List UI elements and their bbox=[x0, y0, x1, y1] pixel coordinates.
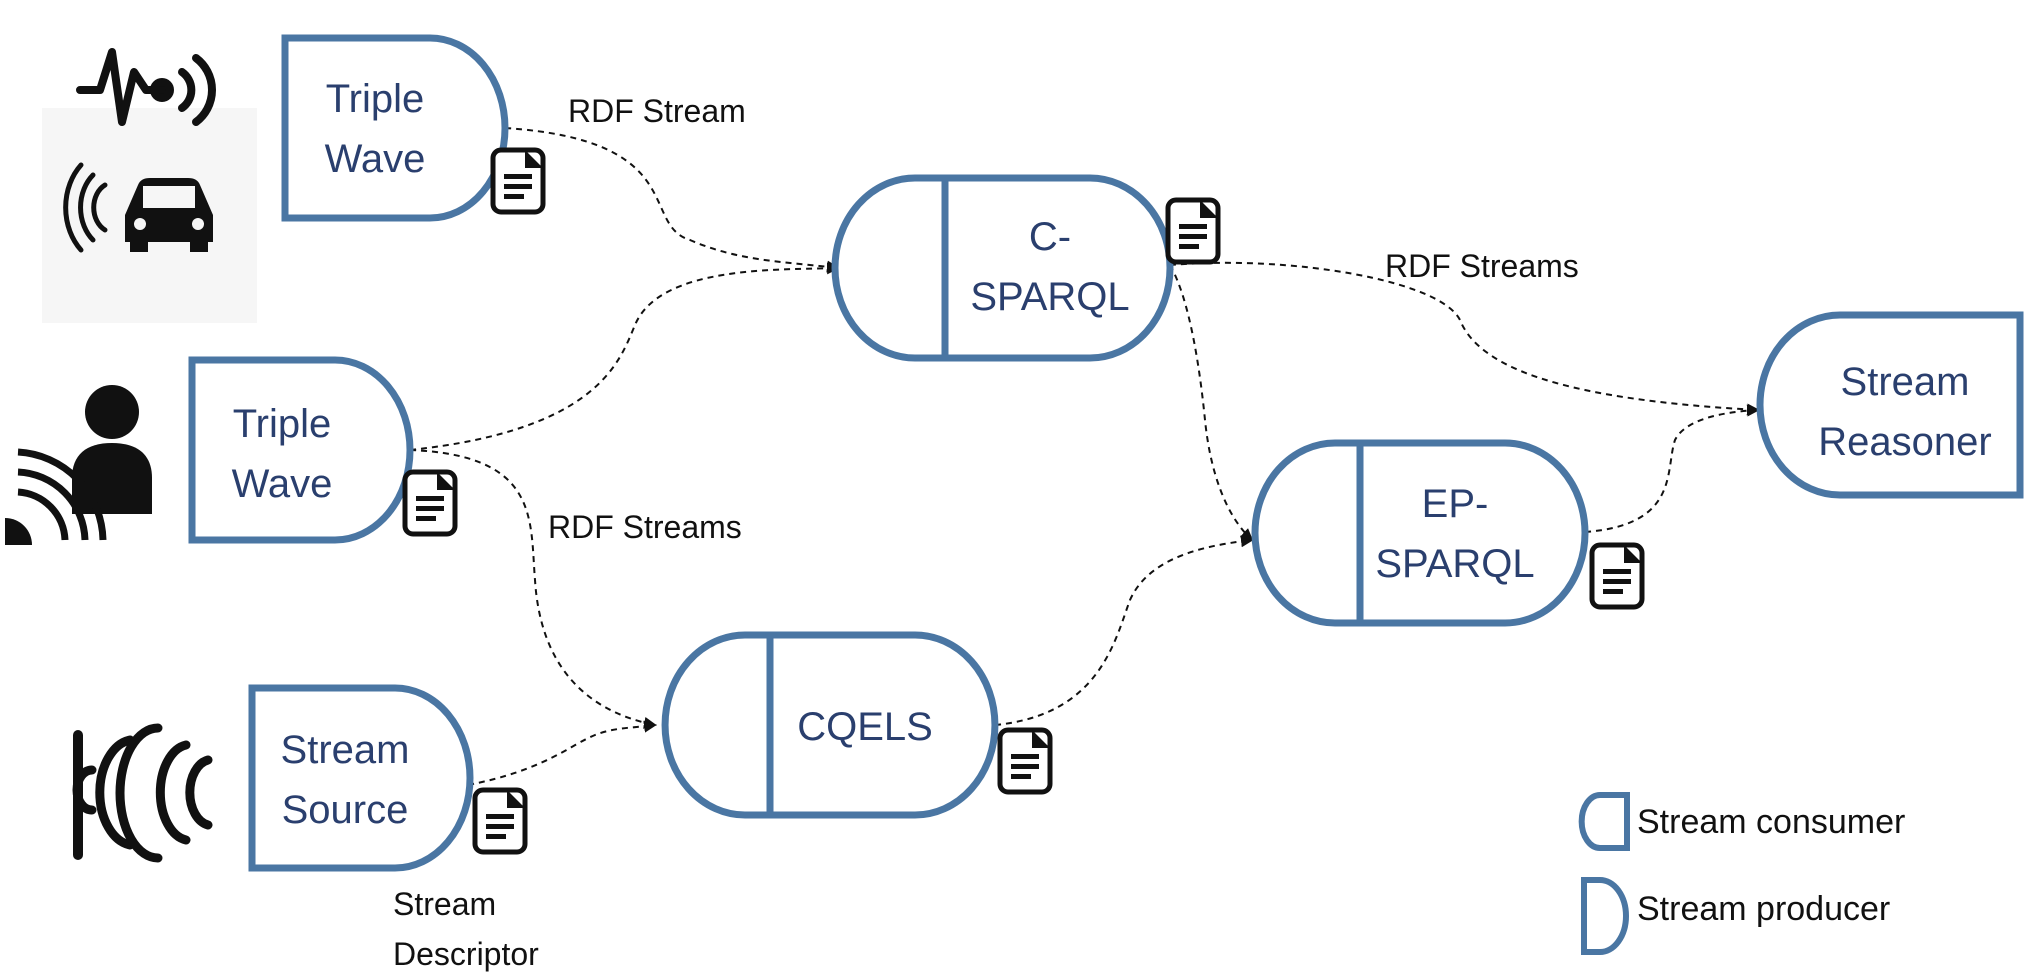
stream-descriptor-icon bbox=[475, 790, 525, 852]
producer-label-line1: Stream bbox=[281, 728, 410, 772]
edge-label-rdf-streams-tw2: RDF Streams bbox=[548, 509, 742, 545]
edge-csparql-to-epsparql bbox=[1169, 264, 1254, 542]
stream-descriptor-icon bbox=[1168, 200, 1218, 262]
legend-producer-icon bbox=[1581, 877, 1629, 955]
producer-label-line1: Triple bbox=[326, 77, 425, 121]
producer-label-line1: Triple bbox=[233, 402, 332, 446]
reasoner-label-line2: Reasoner bbox=[1818, 420, 1991, 464]
heartbeat-signal-icon bbox=[76, 48, 216, 126]
legend-consumer-icon bbox=[1578, 792, 1630, 851]
edge-cqels-to-epsparql bbox=[994, 535, 1254, 726]
edge-label-rdf-stream: RDF Stream bbox=[568, 93, 746, 129]
consumer-label-line1: CQELS bbox=[797, 705, 933, 749]
reasoner-label-line1: Stream bbox=[1841, 360, 1970, 404]
broadcast-waves-icon bbox=[72, 723, 213, 863]
consumer-label-line2: SPARQL bbox=[970, 275, 1129, 319]
consumer-cqels: CQELS bbox=[661, 631, 1050, 819]
legend: Stream consumer Stream producer bbox=[1578, 792, 1905, 955]
producer-triple-wave-2: Triple Wave bbox=[188, 356, 455, 544]
stream-descriptor-icon bbox=[1592, 545, 1642, 607]
consumer-label-line2: SPARQL bbox=[1375, 542, 1534, 586]
stream-descriptor-label-line2: Descriptor bbox=[393, 936, 539, 972]
edge-tw2-to-cqels bbox=[409, 449, 657, 729]
edge-tw1-to-csparql bbox=[504, 127, 840, 273]
stream-descriptor-icon bbox=[405, 472, 455, 534]
edge-epsparql-to-reasoner bbox=[1584, 404, 1760, 533]
stream-descriptor-icon bbox=[493, 150, 543, 212]
consumer-label-line1: C- bbox=[1029, 215, 1071, 259]
edge-ss-to-cqels bbox=[467, 720, 657, 786]
car-signal-icon bbox=[63, 162, 213, 253]
producer-label-line2: Wave bbox=[325, 137, 426, 181]
edge-csparql-to-reasoner bbox=[1169, 261, 1760, 416]
producer-stream-source: Stream Source bbox=[248, 684, 525, 872]
legend-producer-label: Stream producer bbox=[1637, 890, 1890, 928]
consumer-c-sparql: C- SPARQL bbox=[831, 174, 1218, 362]
edge-tw2-to-csparql bbox=[409, 262, 840, 451]
stream-descriptor-icon bbox=[1000, 730, 1050, 792]
person-signal-icon bbox=[5, 385, 152, 545]
legend-consumer-label: Stream consumer bbox=[1637, 803, 1905, 841]
edge-label-rdf-streams-csparql: RDF Streams bbox=[1385, 248, 1579, 284]
consumer-label-line1: EP- bbox=[1422, 482, 1489, 526]
consumer-ep-sparql: EP- SPARQL bbox=[1251, 439, 1642, 627]
producer-triple-wave-1: Triple Wave bbox=[281, 34, 543, 222]
stream-reasoner: Stream Reasoner bbox=[1756, 311, 2024, 499]
stream-descriptor-label-line1: Stream bbox=[393, 886, 496, 922]
producer-label-line2: Source bbox=[282, 788, 409, 832]
producer-label-line2: Wave bbox=[232, 462, 333, 506]
